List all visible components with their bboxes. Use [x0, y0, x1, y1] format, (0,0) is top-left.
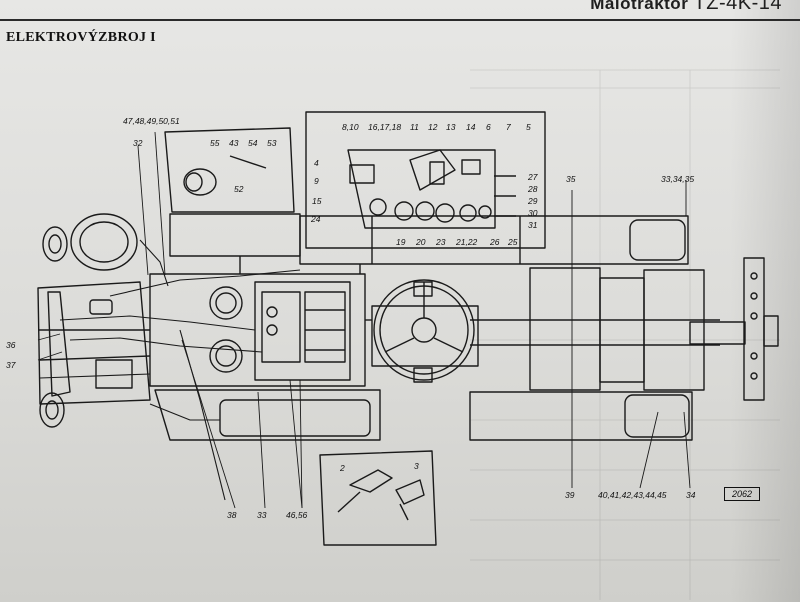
callout-37: 37 — [6, 360, 16, 370]
callout-8-10: 8,10 — [342, 122, 359, 132]
callout-23: 23 — [435, 237, 446, 247]
callout-26: 26 — [489, 237, 500, 247]
callout-35: 35 — [566, 174, 576, 184]
steering-ring — [70, 213, 138, 271]
callout-33-35: 33,34,35 — [661, 174, 694, 184]
callout-30: 30 — [528, 208, 538, 218]
callout-3: 3 — [414, 461, 419, 471]
running-header-prefix: Malotraktor — [590, 0, 694, 13]
header-rule — [0, 19, 800, 21]
rear-frame — [529, 267, 601, 391]
callout-36: 36 — [6, 340, 16, 350]
callout-9: 9 — [314, 176, 319, 186]
front-wheel-bottom — [39, 392, 65, 428]
callout-15: 15 — [312, 196, 322, 206]
callout-7: 7 — [506, 122, 511, 132]
callout-21-22: 21,22 — [455, 237, 478, 247]
figure-number: 2062 — [724, 487, 760, 501]
callout-12: 12 — [428, 122, 438, 132]
page-shadow — [730, 0, 800, 602]
callout-25: 25 — [507, 237, 518, 247]
callout-29: 29 — [527, 196, 538, 206]
callout-16-18: 16,17,18 — [368, 122, 401, 132]
callout-19: 19 — [396, 237, 406, 247]
running-header-model: TZ-4K-14 — [693, 0, 782, 14]
callout-39: 39 — [565, 490, 575, 500]
callout-31: 31 — [528, 220, 538, 230]
inset-dashboard — [305, 111, 546, 249]
callout-20: 20 — [415, 237, 426, 247]
callout-54: 54 — [248, 138, 258, 148]
callout-32: 32 — [133, 138, 143, 148]
callout-4: 4 — [314, 158, 319, 168]
callout-27: 27 — [527, 172, 538, 182]
callout-34: 34 — [686, 490, 696, 500]
callout-47-51: 47,48,49,50,51 — [123, 116, 180, 126]
callout-52: 52 — [234, 184, 244, 194]
section-title: ELEKTROVÝZBROJ I — [6, 30, 156, 45]
callout-40-45: 40,41,42,43,44,45 — [598, 490, 667, 500]
callout-11: 11 — [410, 122, 419, 132]
front-frame — [37, 281, 151, 405]
callout-28: 28 — [527, 184, 538, 194]
callout-46-56: 46,56 — [286, 510, 308, 520]
callout-33-bottom: 33 — [257, 510, 267, 520]
callout-24: 24 — [310, 214, 321, 224]
gear-top — [209, 286, 243, 320]
front-wheel-top — [42, 226, 68, 262]
callout-2: 2 — [339, 463, 345, 473]
steering-wheel — [373, 279, 475, 381]
callout-53: 53 — [267, 138, 277, 148]
callout-43: 43 — [229, 138, 239, 148]
running-header: Malotraktor TZ-4K-14 — [590, 0, 782, 15]
gear-bottom — [209, 339, 243, 373]
callout-14: 14 — [466, 122, 476, 132]
callout-38: 38 — [227, 510, 237, 520]
fuel-tank — [169, 213, 301, 257]
inset-lamp — [164, 127, 295, 213]
callout-6: 6 — [486, 122, 491, 132]
inset-clips — [319, 450, 437, 546]
callout-5: 5 — [526, 122, 531, 132]
callout-55: 55 — [210, 138, 220, 148]
callout-13: 13 — [446, 122, 456, 132]
